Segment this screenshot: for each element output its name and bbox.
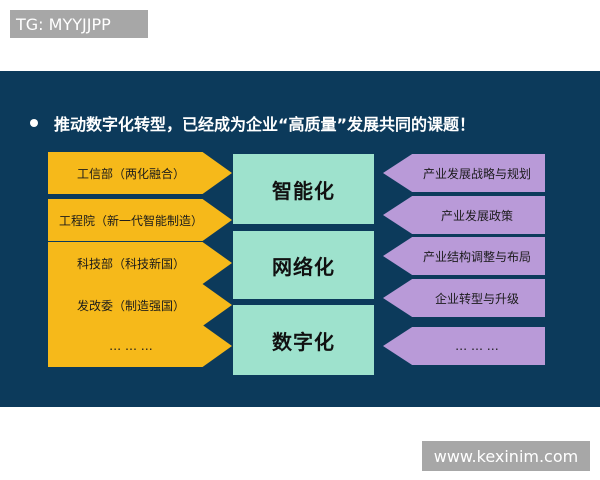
watermark-bottom: www.kexinim.com [422, 441, 590, 471]
left-arrow-2: 工程院（新一代智能制造） [48, 199, 232, 241]
right-arrow-5: … … … [383, 327, 545, 365]
left-arrow-3: 科技部（科技新国） [48, 242, 232, 284]
headline-text: 推动数字化转型，已经成为企业“高质量”发展共同的课题！ [54, 115, 476, 134]
left-arrow-label: 工信部（两化融合） [76, 166, 185, 181]
left-arrow-label: 发改委（制造强国） [76, 298, 185, 313]
right-arrow-label: 企业转型与升级 [434, 291, 519, 306]
diagram-panel: 推动数字化转型，已经成为企业“高质量”发展共同的课题！ 工信部（两化融合） 工程… [0, 71, 600, 407]
right-arrow-label: 产业发展战略与规划 [422, 166, 531, 181]
watermark-top: TG: MYYJJPP [10, 10, 148, 38]
bullet-icon [30, 119, 38, 127]
left-arrow-label: … … … [109, 339, 153, 353]
center-box-digital: 数字化 [233, 305, 374, 375]
left-arrow-label: 科技部（科技新国） [76, 256, 185, 271]
center-box-intelligent: 智能化 [233, 154, 374, 224]
center-box-networked: 网络化 [233, 231, 374, 299]
headline: 推动数字化转型，已经成为企业“高质量”发展共同的课题！ [30, 110, 475, 136]
left-arrow-5: … … … [48, 325, 232, 367]
right-arrow-label: 产业结构调整与布局 [422, 249, 531, 264]
right-arrow-label: 产业发展政策 [440, 208, 513, 223]
right-arrow-1: 产业发展战略与规划 [383, 154, 545, 192]
left-arrow-4: 发改委（制造强国） [48, 284, 232, 326]
left-arrow-1: 工信部（两化融合） [48, 152, 232, 194]
right-arrow-3: 产业结构调整与布局 [383, 237, 545, 275]
right-arrow-2: 产业发展政策 [383, 196, 545, 234]
right-arrow-label: … … … [455, 339, 499, 353]
left-arrow-label: 工程院（新一代智能制造） [58, 213, 203, 228]
right-arrow-4: 企业转型与升级 [383, 279, 545, 317]
